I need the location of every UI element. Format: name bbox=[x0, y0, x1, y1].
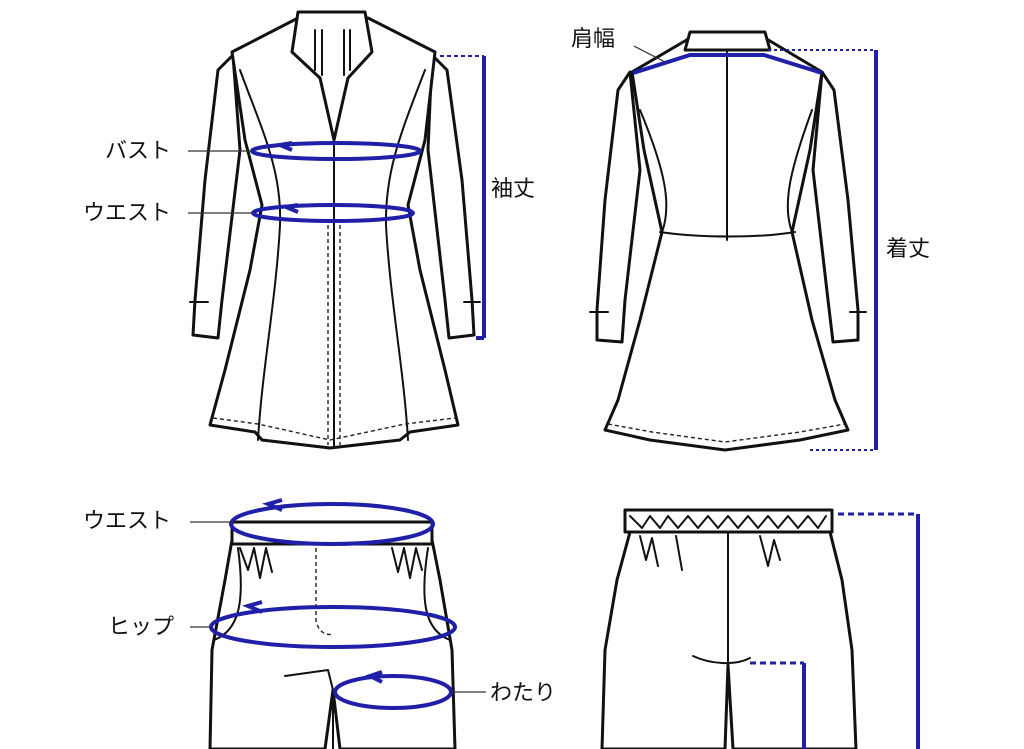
sleeve-length-label: 袖丈 bbox=[491, 177, 535, 202]
thigh-loop bbox=[333, 674, 453, 710]
pants-front-waistband bbox=[230, 520, 434, 546]
jacket-back-collar bbox=[683, 30, 772, 52]
pants-front-fly bbox=[315, 548, 334, 636]
jacket-back bbox=[589, 30, 867, 452]
jacket-front-seam-left bbox=[239, 69, 282, 441]
jacket-front-seam-right bbox=[384, 69, 426, 441]
waist-top-label: ウエスト bbox=[83, 201, 171, 226]
collar-stitch bbox=[314, 29, 351, 76]
waist-pants-label: ウエスト bbox=[83, 509, 171, 534]
jacket-back-yoke bbox=[659, 231, 796, 238]
length-label: 着丈 bbox=[886, 237, 930, 262]
jacket-back-side-left bbox=[639, 109, 668, 233]
jacket-front-right-sleeve bbox=[426, 53, 476, 340]
jacket-front-hem bbox=[212, 417, 456, 441]
jacket-front-left-sleeve bbox=[191, 53, 242, 340]
hip-arrow bbox=[242, 600, 263, 614]
pants-front-body bbox=[208, 538, 457, 749]
shoulder-leader bbox=[633, 45, 666, 63]
jacket-back-left-sleeve bbox=[595, 70, 642, 344]
leader-lines bbox=[188, 45, 666, 693]
pants-front-gathers bbox=[239, 547, 423, 579]
hip-label: ヒップ bbox=[108, 615, 174, 640]
thigh-arrow bbox=[364, 670, 383, 684]
bust-label: バスト bbox=[105, 139, 171, 164]
waist-top-arrow bbox=[278, 203, 299, 214]
labels: バスト ウエスト 袖丈 肩幅 着丈 ウエスト ヒップ わたり bbox=[83, 27, 930, 706]
pants-back bbox=[600, 508, 858, 749]
pants-back-elastic bbox=[629, 515, 827, 529]
jacket-back-hem bbox=[607, 423, 846, 443]
jacket-front-collar bbox=[290, 10, 374, 142]
jacket-back-body bbox=[603, 36, 850, 452]
waist-pants-loop bbox=[229, 502, 435, 546]
shoulder-width-label: 肩幅 bbox=[571, 27, 615, 52]
bust-arrow bbox=[272, 141, 293, 152]
measurements bbox=[209, 49, 920, 749]
jacket-back-right-sleeve bbox=[811, 70, 860, 344]
jacket-back-side-right bbox=[786, 109, 813, 233]
shoulder-width-line bbox=[632, 53, 823, 75]
pants-front bbox=[208, 520, 457, 749]
thigh-label: わたり bbox=[490, 681, 556, 706]
pants-back-gathers bbox=[639, 535, 781, 571]
pants-front-crotch bbox=[284, 669, 334, 749]
jacket-front bbox=[189, 10, 481, 450]
pants-back-waistband bbox=[623, 508, 834, 534]
waist-pants-arrow bbox=[262, 498, 283, 512]
pants-back-crotch bbox=[692, 655, 751, 664]
